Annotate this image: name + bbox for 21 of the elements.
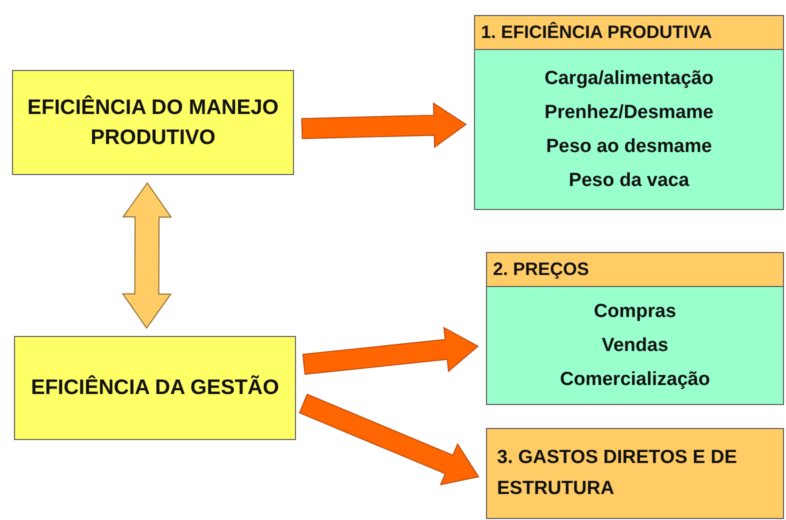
list-item: Peso da vaca	[568, 168, 690, 192]
category-box	[486, 252, 784, 405]
double-block-arrow	[122, 182, 172, 329]
section-header: 2. PREÇOS	[487, 253, 783, 287]
box-label: EFICIÊNCIA DO MANEJO PRODUTIVO	[26, 94, 280, 150]
block-arrow	[302, 326, 479, 375]
process-box	[12, 70, 294, 175]
box-label: EFICIÊNCIA DA GESTÃO	[30, 374, 280, 402]
section-header: 1. EFICIÊNCIA PRODUTIVA	[475, 16, 783, 50]
box-title: 3. GASTOS DIRETOS E DE ESTRUTURA	[497, 446, 738, 500]
process-box	[14, 336, 296, 440]
list-item: Peso ao desmame	[546, 134, 712, 158]
list-item: Carga/alimentação	[544, 66, 714, 90]
list-item: Comercialização	[560, 368, 710, 392]
list-item: Compras	[594, 300, 676, 324]
category-box	[486, 428, 784, 519]
block-arrow	[298, 394, 480, 486]
list-item: Prenhez/Desmame	[544, 100, 714, 124]
block-arrow	[301, 102, 467, 148]
list-item: Vendas	[602, 334, 668, 358]
category-box	[474, 15, 784, 210]
